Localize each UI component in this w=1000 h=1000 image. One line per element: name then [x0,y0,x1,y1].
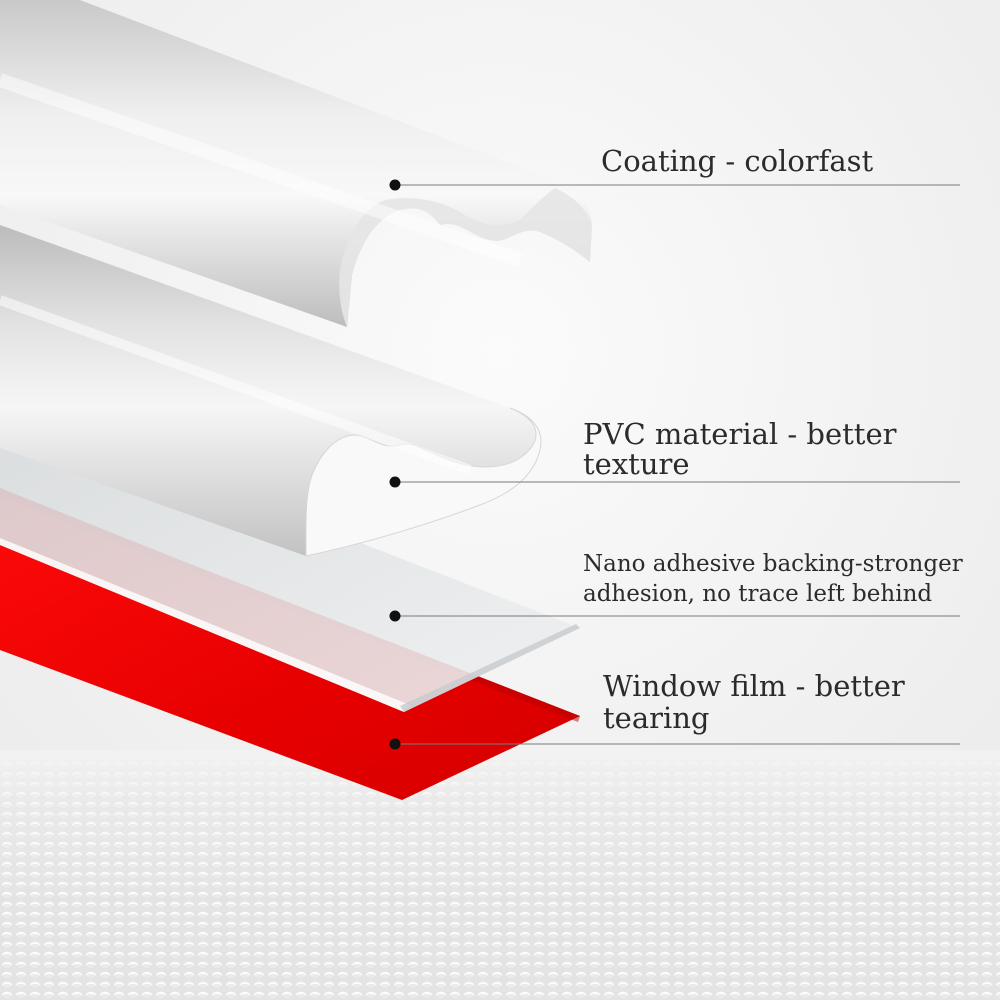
coating-marker-dot [389,179,401,191]
nano-adhesive-label: Nano adhesive backing-stronger adhesion,… [583,551,963,607]
window-film-label: Window film - better tearing [603,669,905,735]
pvc-material-label: PVC material - better texture [583,417,897,481]
leader-lines [395,184,960,745]
coating-strip [0,0,592,327]
coating-label: Coating - colorfast [601,144,874,178]
textured-floor [0,750,1000,1000]
film-marker-dot [389,738,401,750]
pvc-marker-dot [389,476,401,488]
adhesive-tape-layer [0,445,580,712]
nano-marker-dot [389,610,401,622]
marker-dots [389,179,401,750]
